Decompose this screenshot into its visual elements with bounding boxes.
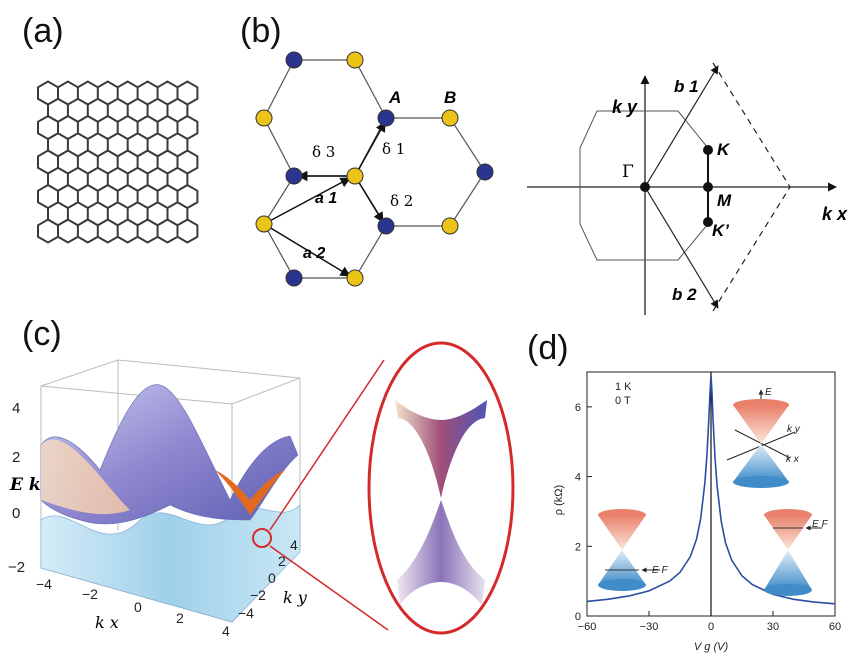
gamma-point: [640, 182, 650, 192]
honeycomb-mesh: [37, 80, 199, 244]
atom-b: [476, 163, 494, 181]
y-axis-label: ρ (kΩ): [553, 485, 565, 515]
atom-a: [255, 109, 273, 127]
orange-ridge: [215, 470, 285, 515]
y-tick-label: 4: [575, 472, 581, 484]
delta2-label: δ 2: [390, 192, 413, 210]
real-space-lattice: A B δ 1 δ 2 δ 3 a 1 a 2: [255, 51, 494, 287]
atom-a: [441, 217, 459, 235]
delta1-label: δ 1: [382, 140, 405, 158]
y-tick: −2: [250, 587, 266, 603]
z-tick: 2: [12, 449, 20, 466]
y-tick-label: 6: [575, 402, 581, 414]
zoom-lower-cone: [397, 500, 485, 605]
a2-vector: [263, 223, 351, 277]
atom-a: [441, 109, 459, 127]
lower-band-surface: [40, 504, 301, 623]
b2-vector: [644, 186, 719, 309]
upper-band-front: [41, 439, 130, 515]
zoom-upper-cone: [395, 400, 487, 498]
k-point: [703, 145, 713, 155]
x-tick: 2: [176, 610, 184, 626]
atom-a: [346, 51, 364, 69]
hole-doped-cone-inset: E F: [598, 509, 668, 591]
x-tick: 0: [134, 599, 142, 615]
x-tick-label: −30: [640, 621, 659, 633]
x-tick: −2: [82, 586, 98, 602]
delta2-vector: [354, 175, 384, 223]
x-axis-label: V g (V): [694, 641, 729, 653]
brillouin-zone: [579, 110, 709, 261]
atom-a: [346, 167, 364, 185]
b1-vector: [644, 65, 719, 188]
resistivity-curve: [586, 375, 836, 605]
m-label: M: [717, 191, 732, 210]
y-tick-label: 0: [575, 611, 581, 623]
x-tick-label: 30: [767, 621, 779, 633]
atom-a: [255, 215, 273, 233]
kprime-label: K’: [712, 221, 729, 240]
atom-b: [377, 109, 395, 127]
fermi-level-right-label: E F: [812, 519, 828, 530]
y-tick: 4: [290, 537, 298, 553]
site-b-label: B: [444, 88, 456, 107]
delta3-label: δ 3: [312, 143, 335, 161]
inset-energy-label: E: [765, 387, 772, 398]
m-point: [703, 182, 713, 192]
panel-label-c: (c): [22, 315, 62, 353]
b1-label: b 1: [674, 77, 699, 96]
reciprocal-cell-dashed: [712, 62, 791, 312]
atom-b: [285, 269, 303, 287]
site-a-label: A: [388, 88, 401, 107]
a1-label: a 1: [315, 190, 337, 207]
panel-label-d: (d): [527, 329, 569, 367]
reciprocal-space-diagram: k y k x b 1 b 2 Γ K M K’: [527, 62, 848, 315]
inset-ky-label: k y: [787, 424, 801, 435]
kx-axis-label: k x: [95, 613, 119, 632]
x-tick-label: −60: [578, 621, 597, 633]
ky-label: k y: [612, 97, 638, 117]
gamma-label: Γ: [622, 162, 634, 182]
z-tick: 0: [12, 505, 20, 522]
graphene-lattice-image: [37, 80, 199, 244]
atom-a: [346, 269, 364, 287]
atom-b: [285, 167, 303, 185]
inset-kx-label: k x: [786, 454, 800, 465]
atom-b: [377, 217, 395, 235]
atom-b: [285, 51, 303, 69]
energy-axis-label: E k: [9, 475, 41, 495]
fermi-level-left-label: E F: [652, 565, 668, 576]
y-tick: −4: [238, 605, 254, 621]
zoom-line-bottom: [269, 545, 389, 631]
y-tick: 0: [268, 570, 276, 586]
band-structure-3d: 4 2 0 −2 E k −4 −2 0 2 4 k x 4 2 0 −2 −4…: [8, 341, 515, 639]
y-tick: 2: [278, 553, 286, 569]
x-tick: −4: [36, 576, 52, 592]
k-label: K: [717, 140, 731, 159]
field-label: 0 T: [615, 395, 631, 407]
ky-axis-label: k y: [283, 588, 308, 607]
z-tick: −2: [8, 559, 25, 576]
kx-label: k x: [822, 204, 848, 224]
panel-label-b: (b): [240, 12, 282, 50]
a2-label: a 2: [303, 245, 325, 262]
y-tick-label: 2: [575, 541, 581, 553]
panel-label-a: (a): [22, 12, 64, 50]
x-tick: 4: [222, 623, 230, 639]
temperature-label: 1 K: [615, 381, 632, 393]
dirac-point-marker: [252, 528, 272, 548]
z-tick: 4: [12, 400, 20, 417]
b2-label: b 2: [672, 285, 697, 304]
x-tick-label: 60: [829, 621, 841, 633]
neutral-cone-inset: E k y k x: [726, 387, 801, 488]
electron-doped-cone-inset: E F: [764, 509, 828, 596]
kprime-point: [703, 217, 713, 227]
zoom-line-top: [269, 359, 385, 531]
a1-vector: [263, 177, 351, 225]
x-tick-label: 0: [708, 621, 714, 633]
delta1-vector: [354, 121, 386, 177]
